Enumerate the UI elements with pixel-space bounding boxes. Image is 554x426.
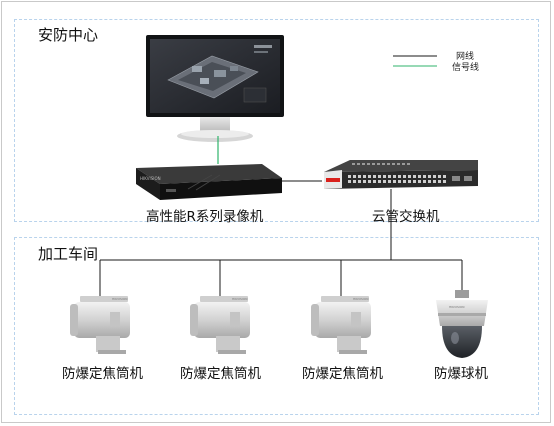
network-bus [99, 189, 463, 300]
bullet-camera-icon-1: HIKVISION [70, 296, 130, 354]
camera-label-1: 防爆定焦筒机 [62, 366, 143, 382]
bullet-camera-icon-3: HIKVISION [311, 296, 371, 354]
camera-label-4: 防爆球机 [434, 366, 488, 382]
svg-text:HIKVISION: HIKVISION [449, 305, 464, 309]
nvr-label: 高性能R系列录像机 [146, 209, 264, 225]
bullet-camera-icon-2: HIKVISION [190, 296, 250, 354]
switch-label: 云管交换机 [372, 209, 440, 225]
zone-control-center [14, 19, 539, 222]
camera-label-2: 防爆定焦筒机 [180, 366, 261, 382]
camera-label-3: 防爆定焦筒机 [302, 366, 383, 382]
svg-text:HIKVISION: HIKVISION [353, 297, 368, 301]
svg-text:HIKVISION: HIKVISION [140, 176, 161, 181]
zone-workshop [14, 237, 539, 415]
nvr-icon: HIKVISION [136, 164, 282, 200]
monitor-icon [146, 35, 284, 142]
svg-text:HIKVISION: HIKVISION [112, 297, 127, 301]
zone-title-workshop: 加工车间 [38, 245, 99, 263]
legend-signal-label: 信号线 [452, 63, 480, 73]
switch-icon [324, 160, 478, 189]
zone-title-control-center: 安防中心 [38, 26, 99, 44]
dome-camera-icon: HIKVISION [436, 290, 488, 358]
svg-text:HIKVISION: HIKVISION [232, 297, 247, 301]
legend [393, 55, 437, 67]
legend-network-label: 网线 [456, 52, 475, 62]
